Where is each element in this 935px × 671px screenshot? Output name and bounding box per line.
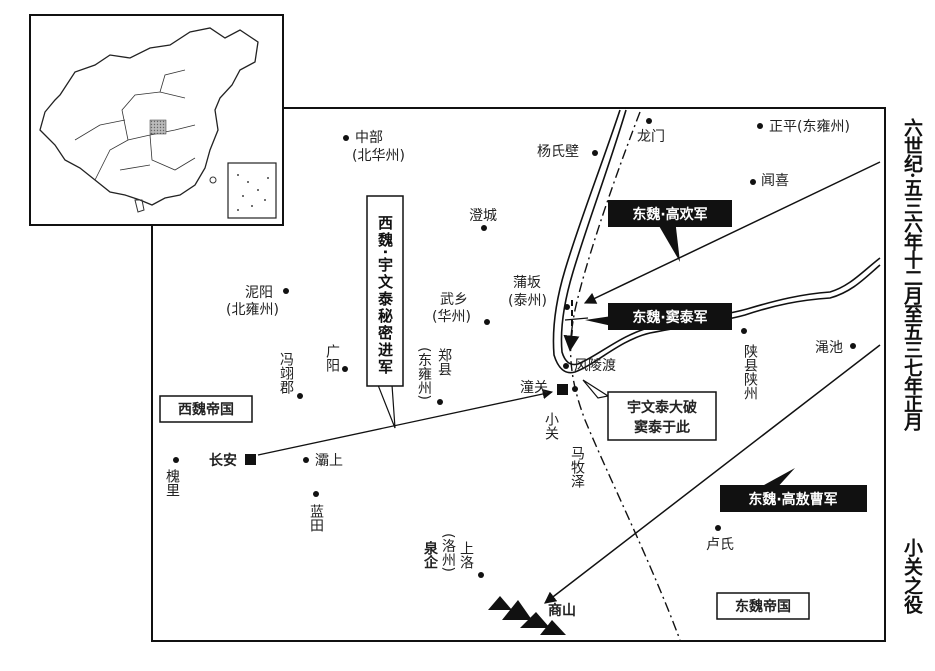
label-yangshibi: 杨氏壁 (537, 144, 579, 160)
callout-doutai (608, 303, 732, 330)
label-fengyijun: 冯翊郡 (278, 352, 294, 394)
label-gaoaocao: 东魏·高敖曹军 (748, 491, 837, 508)
label-quanqi: 泉企 (422, 540, 439, 569)
label-tongguan: 潼关 (520, 379, 548, 396)
label-shanzhou: 陕州 (742, 372, 758, 400)
label-mamuze: 马牧泽 (569, 446, 585, 488)
route-line (569, 111, 681, 641)
label-chengcheng: 澄城 (469, 208, 497, 224)
label-wuxiang-sub: (华州) (432, 309, 471, 325)
label-zhongbu: 中部 (355, 130, 383, 146)
label-doutai: 东魏·窦泰军 (632, 309, 707, 326)
label-shangluo: 上洛 (458, 541, 474, 569)
label-shanxian: 陕县 (742, 344, 758, 372)
callout-yuwentai (366, 195, 404, 387)
label-battle-line1: 宇文泰大破 (627, 399, 697, 416)
label-fenglingdu: 风陵渡 (574, 358, 616, 374)
place-dots (173, 118, 856, 578)
callout-battle (607, 391, 717, 441)
label-shangluo-sub: (洛州) (440, 533, 456, 572)
label-guangyang: 广阳 (324, 344, 340, 372)
label-zhengxian: 郑县 (436, 348, 452, 376)
label-longmen: 龙门 (637, 129, 665, 145)
label-puban: 蒲坂 (513, 275, 541, 291)
label-bashang: 灞上 (315, 453, 343, 469)
label-puban-sub: (泰州) (508, 293, 547, 309)
label-niyang-sub: (北雍州) (226, 302, 279, 318)
label-lushi: 卢氏 (706, 537, 734, 553)
mountain-icon (488, 596, 566, 635)
map-subtitle: 小关之役 (901, 538, 923, 615)
map-title: 六世纪·五三六年十二月至五三七年正月 (901, 117, 924, 432)
label-zhengping: 正平(东雍州) (769, 119, 850, 135)
label-shangshan: 商山 (548, 602, 576, 619)
label-battle-line2: 窦泰于此 (634, 419, 690, 436)
callout-yuwentai-text: 西魏·宇文泰秘密进军 (376, 215, 394, 376)
river-yellow (552, 109, 881, 374)
label-changan: 长安 (209, 452, 237, 469)
label-niyang: 泥阳 (245, 285, 273, 301)
region-east-label: 东魏帝国 (735, 598, 791, 615)
callout-gaoaocao (720, 485, 867, 512)
label-huaili: 槐里 (164, 469, 180, 497)
label-wuxiang: 武乡 (440, 292, 468, 308)
label-wenxi: 闻喜 (761, 173, 789, 189)
label-zhongbu-sub: (北华州) (352, 148, 405, 164)
label-gaohuan: 东魏·高欢军 (632, 206, 707, 223)
label-xiaoguan: 小关 (543, 412, 559, 440)
inset-china-map (29, 14, 284, 226)
label-lantian: 蓝田 (308, 504, 324, 532)
inset-highlight-region (149, 119, 167, 135)
region-west-label: 西魏帝国 (178, 401, 234, 418)
label-mianchi: 渑池 (815, 340, 843, 356)
label-zhengxian-sub: (东雍州) (416, 347, 432, 400)
callout-gaohuan (608, 200, 732, 227)
